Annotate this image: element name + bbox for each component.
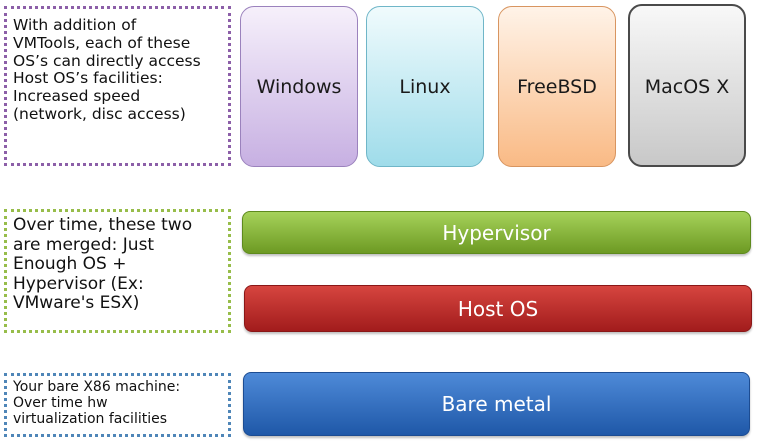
bare-metal-layer: Bare metal	[243, 372, 750, 436]
host-os-layer: Host OS	[244, 285, 752, 332]
bare-metal-label: Bare metal	[441, 392, 552, 416]
windows-label: Windows	[256, 75, 342, 98]
hypervisor-label: Hypervisor	[442, 220, 551, 245]
freebsd-label: FreeBSD	[517, 75, 597, 98]
windows-os-box: Windows	[240, 6, 358, 167]
linux-os-box: Linux	[366, 6, 484, 167]
hypervisor-layer: Hypervisor	[242, 211, 751, 254]
vmtools-note: With addition of VMTools, each of these …	[4, 6, 231, 166]
macos-os-box: MacOS X	[628, 4, 746, 167]
macos-label: MacOS X	[644, 76, 730, 98]
merged-hypervisor-note: Over time, these two are merged: Just En…	[4, 209, 231, 333]
linux-label: Linux	[399, 75, 451, 98]
host-os-label: Host OS	[457, 296, 539, 321]
freebsd-os-box: FreeBSD	[498, 6, 616, 167]
bare-machine-note: Your bare X86 machine: Over time hw virt…	[4, 373, 231, 437]
